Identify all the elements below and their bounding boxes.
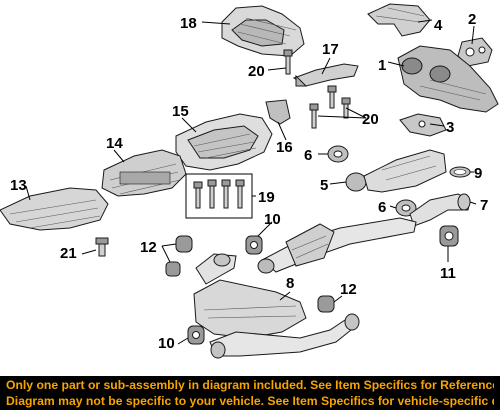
part-17-bracket (292, 63, 359, 87)
disclaimer-line-1: Only one part or sub-assembly in diagram… (6, 378, 494, 392)
callout-6-lower: 6 (378, 199, 386, 216)
callout-1: 1 (378, 57, 386, 74)
callout-labels: 1 2 3 4 5 6 6 7 8 9 10 10 11 12 12 13 14… (10, 11, 488, 352)
callout-5: 5 (320, 177, 328, 194)
callout-6-upper: 6 (304, 147, 312, 164)
part-9-ring (449, 166, 471, 178)
part-3-bracket (399, 113, 447, 137)
callout-7: 7 (480, 197, 488, 214)
part-19-bolt-set (185, 173, 253, 219)
callout-10-upper: 10 (264, 211, 281, 228)
callout-13: 13 (10, 177, 27, 194)
disclaimer-line-2: Diagram may not be specific to your vehi… (6, 394, 494, 408)
diagram-canvas: 1 2 3 4 5 6 6 7 8 9 10 10 11 12 12 13 14… (0, 3, 499, 359)
callout-15: 15 (172, 103, 189, 120)
callout-17: 17 (322, 41, 339, 58)
callout-3: 3 (446, 119, 454, 136)
callout-14: 14 (106, 135, 123, 152)
callout-9: 9 (474, 165, 482, 182)
part-1-exhaust-manifold (397, 45, 499, 113)
disclaimer-banner: Only one part or sub-assembly in diagram… (0, 376, 500, 410)
part-6-gasket-lower (395, 199, 417, 217)
callout-20-upper: 20 (248, 63, 265, 80)
part-15-heat-shield (175, 113, 273, 171)
part-7-pipe (409, 193, 471, 227)
callout-16: 16 (276, 139, 293, 156)
bolt-20-top (283, 49, 293, 75)
part-12-hanger-left (165, 235, 193, 277)
callout-20-lower: 20 (362, 111, 379, 128)
part-13-heat-shield (0, 187, 109, 231)
part-4-bracket (367, 3, 431, 37)
callout-11: 11 (440, 265, 456, 282)
callout-2: 2 (468, 11, 476, 28)
part-14-heat-shield (101, 149, 187, 197)
part-8-muffler (193, 253, 360, 359)
part-18-heat-shield (221, 5, 305, 57)
part-11-hanger (439, 225, 459, 247)
callout-18: 18 (180, 15, 197, 32)
callout-10-lower: 10 (158, 335, 175, 352)
callout-12-left: 12 (140, 239, 157, 256)
part-5-catalytic-converter (345, 149, 447, 193)
callout-8: 8 (286, 275, 294, 292)
bolts-20-middle (309, 85, 351, 129)
part-10-hanger-lower (187, 325, 205, 345)
callout-12-right: 12 (340, 281, 357, 298)
part-12-hanger-right (317, 295, 335, 313)
part-21-clip (95, 237, 109, 257)
part-6-gasket-upper (327, 145, 349, 163)
callout-4: 4 (434, 17, 443, 34)
part-16-bracket (265, 99, 291, 125)
callout-21: 21 (60, 245, 77, 262)
part-10-hanger-upper (245, 235, 263, 255)
leader-lines (25, 19, 477, 345)
callout-19: 19 (258, 189, 275, 206)
center-pipe-resonator (257, 217, 417, 274)
